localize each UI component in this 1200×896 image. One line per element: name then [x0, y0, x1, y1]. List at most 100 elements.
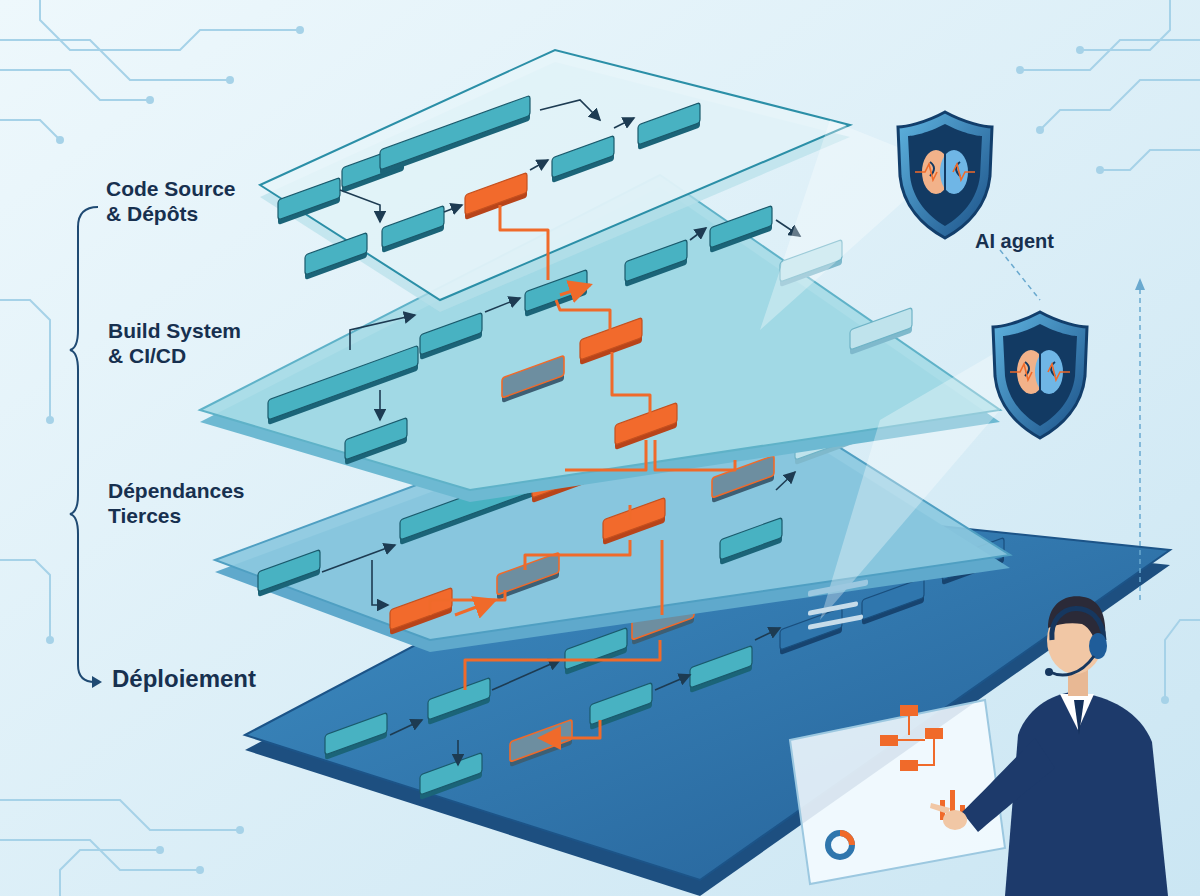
operator-figure	[1050, 656, 1094, 675]
source-blocks	[465, 172, 527, 220]
ai-shield	[993, 312, 1087, 438]
circuit-lines	[0, 120, 60, 140]
dependencies-blocks	[720, 517, 782, 565]
circuit-lines	[40, 0, 300, 50]
label-holder: Code Source & Dépôts	[106, 176, 256, 226]
build-blocks	[268, 345, 418, 425]
deploy-blocks	[510, 719, 572, 767]
dashboard-screen	[808, 614, 863, 630]
circuit-dots	[196, 866, 204, 874]
circuit-lines	[0, 40, 230, 80]
layer-label: Dépendances Tierces	[108, 478, 258, 528]
dashboard-screen	[840, 833, 852, 845]
circuit-dots	[296, 26, 304, 34]
build-blocks	[710, 205, 772, 253]
feedback-lines	[1000, 250, 1040, 300]
build-blocks	[850, 307, 912, 355]
ai-shield	[898, 112, 992, 238]
critical-path	[565, 440, 646, 470]
critical-path	[525, 540, 630, 570]
deploy-flow-arrows	[457, 740, 459, 765]
deploy-flow-arrows	[655, 675, 690, 690]
critical-path	[465, 640, 660, 690]
dashboard-screen	[808, 601, 858, 616]
dashboard-screen	[898, 716, 934, 765]
feedback-lines	[1139, 280, 1141, 600]
dashboard-screen	[900, 705, 918, 716]
source-blocks	[552, 135, 614, 183]
critical-path	[629, 505, 632, 520]
deploy-flow-arrows	[390, 720, 422, 735]
source-blocks	[305, 232, 367, 280]
scan-beams	[760, 120, 905, 330]
feedback-lines	[1000, 250, 1140, 600]
operator-figure	[1074, 700, 1084, 735]
layer-label: Code Source & Dépôts	[106, 176, 256, 226]
source-flow-arrows	[444, 205, 462, 212]
circuit-lines	[0, 300, 50, 420]
source-blocks	[382, 205, 444, 253]
dashboard-screen	[790, 579, 1005, 884]
source-blocks	[278, 177, 340, 225]
critical-path	[540, 720, 600, 738]
label-holder: AI agent	[975, 229, 1105, 253]
circuit-dots	[1016, 66, 1024, 74]
dashboard-screen	[828, 833, 852, 857]
circuit-dots	[146, 96, 154, 104]
circuit-lines	[1165, 620, 1200, 700]
build-blocks	[502, 355, 564, 403]
circuit-dots	[56, 136, 64, 144]
source-blocks	[380, 95, 530, 175]
label-holder: Déploiement	[112, 665, 312, 694]
deploy-flow-arrows	[755, 628, 780, 640]
layer-bracket	[70, 207, 98, 682]
circuit-dots	[1161, 696, 1169, 704]
layer-label: Déploiement	[112, 665, 312, 694]
label-holder: Dépendances Tierces	[108, 478, 258, 528]
circuit-dots	[1096, 166, 1104, 174]
ai-shield	[993, 312, 1087, 438]
dashboard-screen	[790, 700, 1005, 884]
dependencies-blocks	[603, 497, 665, 545]
circuit-dots	[156, 846, 164, 854]
operator-figure	[930, 803, 950, 814]
critical-path	[661, 540, 664, 615]
critical-path	[560, 285, 590, 295]
circuit-lines	[60, 850, 160, 896]
circuit-dots	[46, 636, 54, 644]
build-flow-arrows	[350, 315, 415, 350]
source-layer	[260, 50, 850, 312]
dependencies-flow-arrows	[372, 560, 388, 605]
circuit-dots	[46, 416, 54, 424]
critical-path	[455, 600, 495, 615]
circuit-lines	[0, 70, 150, 100]
source-blocks	[638, 102, 700, 150]
operator-figure	[1005, 692, 1168, 896]
dashboard-screen	[900, 760, 918, 771]
build-flow-arrows	[485, 298, 520, 312]
source-flow-arrows	[340, 100, 634, 222]
build-flow-arrows	[379, 390, 381, 420]
source-flow-arrows	[614, 118, 634, 128]
operator-figure	[930, 596, 1168, 896]
agent-label: AI agent	[975, 229, 1105, 253]
dependencies-flow-arrows	[322, 545, 395, 572]
circuit-dots	[226, 76, 234, 84]
circuit-lines	[0, 800, 240, 830]
build-flow-arrows	[690, 228, 706, 240]
deploy-blocks	[428, 677, 490, 725]
circuit-lines	[1100, 150, 1200, 170]
layer-bracket	[70, 207, 98, 682]
circuit-lines	[1020, 40, 1200, 70]
dashboard-screen	[880, 735, 898, 746]
feedback-arrow	[1135, 278, 1145, 290]
source-blocks	[278, 95, 700, 280]
build-blocks	[420, 312, 482, 360]
ai-shield	[898, 112, 992, 238]
operator-figure	[962, 738, 1055, 832]
label-holder: Build System & CI/CD	[108, 318, 258, 368]
layer-label: Build System & CI/CD	[108, 318, 258, 368]
